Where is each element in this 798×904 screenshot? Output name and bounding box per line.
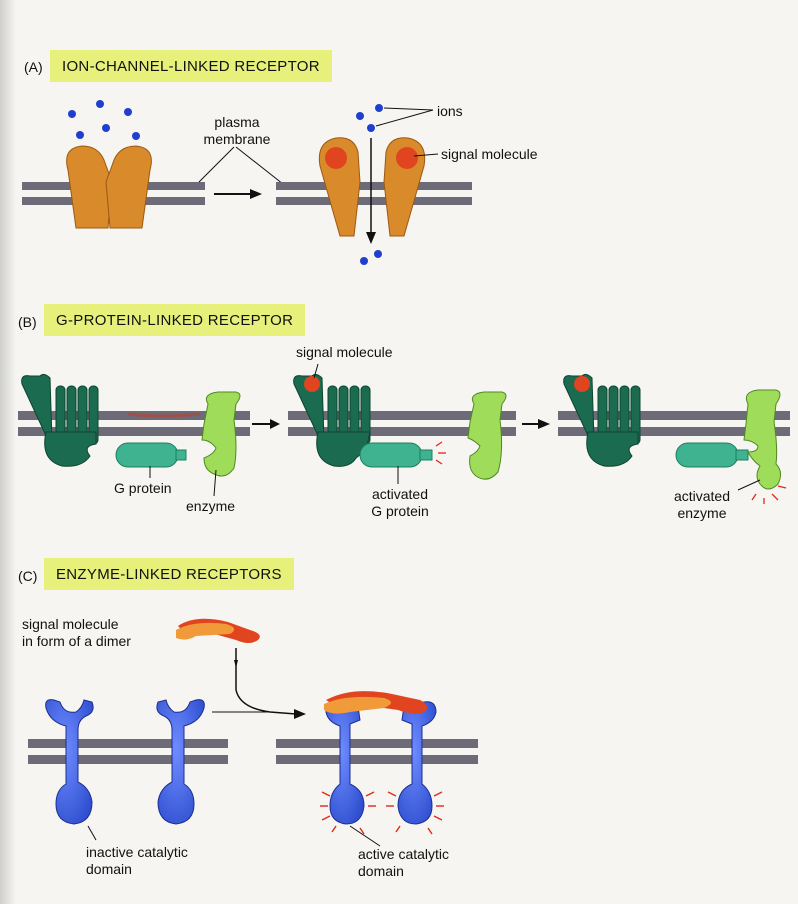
g-receptor-3 <box>563 373 641 467</box>
active-domain-label-1: active catalytic <box>358 846 450 862</box>
g-protein-3 <box>675 442 749 468</box>
enzyme-2 <box>467 391 507 480</box>
activated-g-protein-label-1: activated <box>371 486 429 502</box>
ions-top <box>356 104 383 132</box>
signal-molecule-label-b: signal molecule <box>296 344 393 360</box>
panel-a-letter: (A) <box>24 59 43 75</box>
enzyme-label: enzyme <box>186 498 236 514</box>
active-domain-label-2: domain <box>358 863 404 879</box>
signal-molecule-label-a: signal molecule <box>441 146 538 162</box>
plasma-membrane-label-1: plasma <box>214 114 260 130</box>
activated-enzyme <box>743 389 787 504</box>
ions-outside <box>68 100 140 140</box>
panel-c-title: ENZYME-LINKED RECEPTORS <box>44 558 294 590</box>
arrow-a <box>214 189 262 199</box>
inactive-receptor-left <box>45 699 94 825</box>
g-receptor-2 <box>293 373 371 467</box>
panel-a-graphics <box>22 100 472 265</box>
panel-b-letter: (B) <box>18 314 37 330</box>
g-protein-1 <box>115 442 187 468</box>
activity-marks <box>320 791 444 835</box>
enzyme-1 <box>201 391 241 477</box>
signal-molecule-b2 <box>574 376 590 392</box>
signal-molecule-b1 <box>304 376 320 392</box>
panel-c-letter: (C) <box>18 568 38 584</box>
activated-g-protein-label-2: G protein <box>371 503 429 519</box>
g-protein-label: G protein <box>114 480 172 496</box>
membrane-c <box>28 739 478 764</box>
activated-enzyme-label-2: enzyme <box>677 505 727 521</box>
panel-b-title: G-PROTEIN-LINKED RECEPTOR <box>44 304 306 336</box>
panel-b-graphics <box>18 363 790 504</box>
inactive-domain-label-1: inactive catalytic <box>86 844 188 860</box>
signal-dimer-label-1: signal molecule <box>22 616 119 632</box>
inactive-domain-label-2: domain <box>86 861 132 877</box>
page-edge-shadow <box>0 0 16 904</box>
g-receptor-1 <box>21 373 99 467</box>
ions-inside <box>360 250 382 265</box>
closed-ion-channel <box>66 145 152 229</box>
membrane-a-right <box>276 182 472 205</box>
signal-dimer-bound <box>324 691 428 714</box>
ions-label: ions <box>437 103 463 119</box>
activated-enzyme-label-1: activated <box>673 488 731 504</box>
signal-dimer-free <box>176 618 260 643</box>
plasma-membrane-label-2: membrane <box>203 131 271 147</box>
panel-c-graphics <box>28 618 478 847</box>
inactive-receptor-right <box>156 699 205 825</box>
panel-a-title: ION-CHANNEL-LINKED RECEPTOR <box>50 50 332 82</box>
signal-dimer-label-2: in form of a dimer <box>22 633 131 649</box>
activated-g-protein <box>359 441 446 468</box>
open-ion-channel <box>318 137 426 237</box>
